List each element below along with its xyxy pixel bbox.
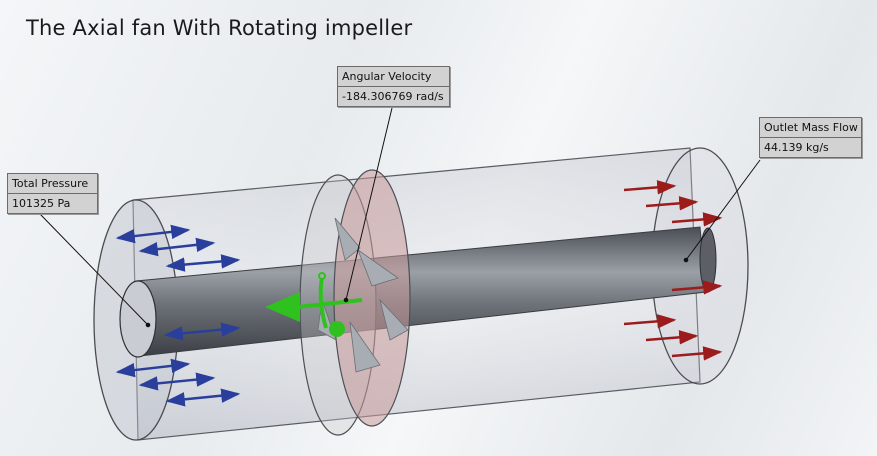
- total-pressure-value: 101325 Pa: [8, 193, 97, 213]
- diagram-title: The Axial fan With Rotating impeller: [26, 16, 413, 40]
- outlet-mass-flow-label: Outlet Mass Flow: [764, 121, 858, 134]
- total-pressure-label: Total Pressure: [12, 177, 89, 190]
- angular-velocity-callout: Angular Velocity -184.306769 rad/s: [337, 66, 450, 107]
- callout-leaders: [39, 107, 761, 328]
- shaft: [119, 226, 717, 358]
- total-pressure-callout: Total Pressure 101325 Pa: [7, 173, 98, 214]
- angular-velocity-value: -184.306769 rad/s: [338, 86, 449, 106]
- outlet-flow-arrows: [623, 180, 723, 361]
- outlet-mass-flow-value: 44.139 kg/s: [760, 137, 861, 157]
- impeller: [299, 169, 411, 436]
- rotation-axis-marker: [265, 272, 363, 337]
- angular-velocity-label: Angular Velocity: [342, 70, 432, 83]
- inlet-flow-arrows: [115, 224, 241, 407]
- outlet-mass-flow-callout: Outlet Mass Flow 44.139 kg/s: [759, 117, 862, 158]
